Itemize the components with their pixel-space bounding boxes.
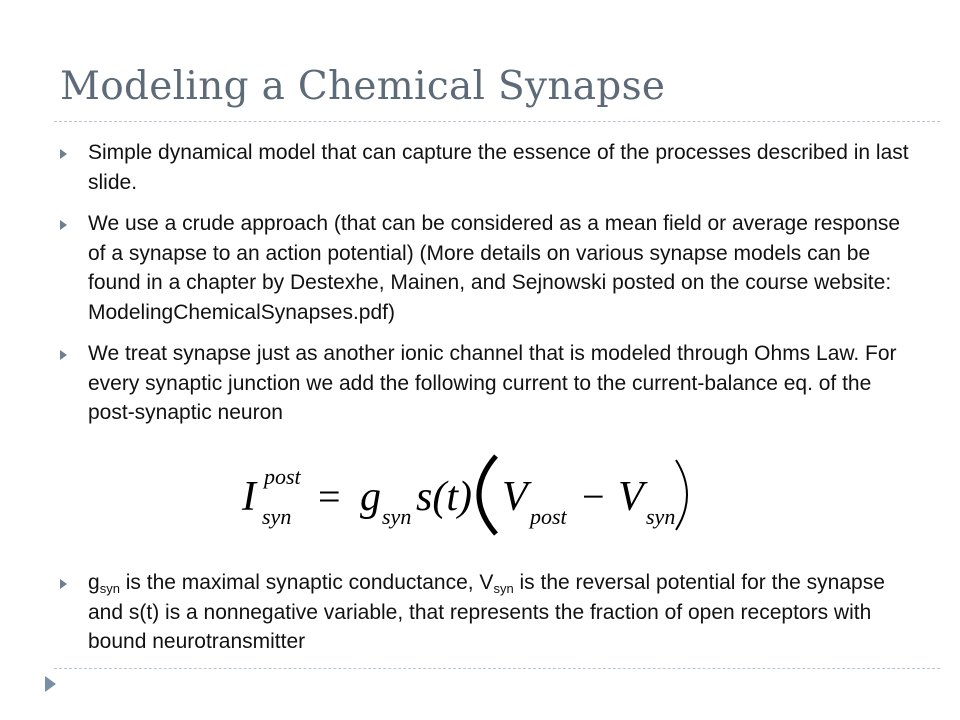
formula-sup-post: post [262,464,302,489]
definition-part-2: is the reversal potential for the synaps… [88,571,885,653]
formula-V-post: V [502,474,532,520]
bullet-item-definitions: gsyn is the maximal synaptic conductance… [60,568,920,657]
bullet-item: We treat synapse just as another ionic c… [60,339,920,428]
definition-part-1: is the maximal synaptic conductance, V [119,571,494,594]
triangle-bullet-icon [60,149,67,159]
g-symbol: g [88,571,100,594]
formula-equals: = [318,474,341,519]
next-slide-arrow-icon[interactable] [45,676,56,692]
synaptic-current-formula: I post syn = g syn s(t) V post − V syn [241,454,688,536]
bullet-text: gsyn is the maximal synaptic conductance… [88,571,885,653]
triangle-bullet-icon [60,220,67,230]
bullet-list: Simple dynamical model that can capture … [60,138,920,428]
formula-close-paren [675,459,688,531]
bullet-text: We treat synapse just as another ionic c… [88,342,897,424]
bullet-text: We use a crude approach (that can be con… [88,212,901,324]
formula-minus: − [582,474,605,519]
bullet-item: We use a crude approach (that can be con… [60,209,920,327]
bottom-divider [54,668,940,669]
formula-g: g [360,474,381,520]
slide-title: Modeling a Chemical Synapse [60,64,666,109]
bullet-text: Simple dynamical model that can capture … [88,141,909,194]
formula-s-of-t: s(t) [416,474,472,520]
formula-I: I [241,474,258,520]
formula-sub-syn: syn [262,504,291,529]
formula-g-sub: syn [382,504,411,529]
triangle-bullet-icon [60,579,67,589]
v-subscript: syn [493,581,514,596]
formula-V-syn: V [618,474,648,520]
formula-V-syn-sub: syn [646,504,675,529]
bullet-item: gsyn is the maximal synaptic conductance… [60,568,920,657]
g-subscript: syn [99,581,120,596]
top-divider [54,121,940,122]
triangle-bullet-icon [60,350,67,360]
formula-open-paren [476,454,498,536]
bullet-item: Simple dynamical model that can capture … [60,138,920,197]
formula-V-post-sub: post [528,504,568,529]
